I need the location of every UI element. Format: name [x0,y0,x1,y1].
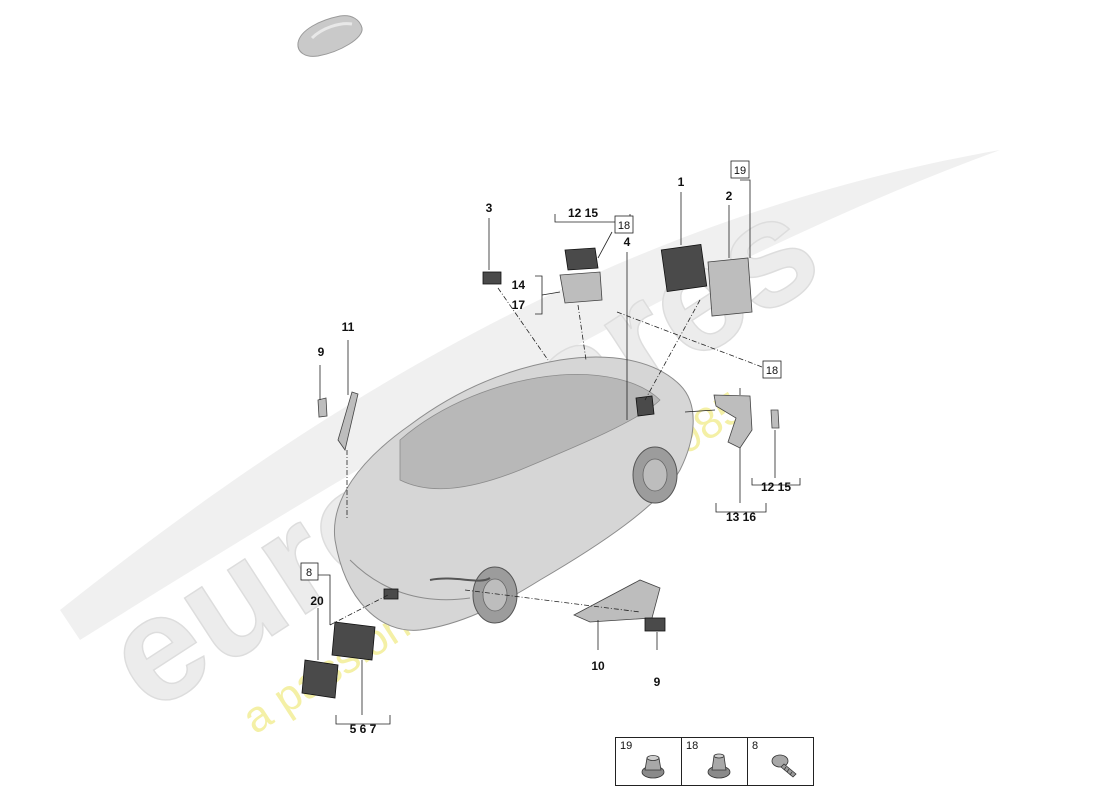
part-3-sensor [482,271,502,285]
callout-5-6-7: 5 6 7 [350,722,377,736]
legend-number: 18 [686,740,699,752]
callout-10: 10 [591,659,605,673]
part-1-control-unit [660,243,708,293]
part-12-15-clip-right [770,409,780,429]
part-4-unit [635,395,655,417]
callout-2: 2 [726,189,733,203]
part-13-16-bracket [713,394,753,449]
part-12-15-module-top [564,247,599,271]
callout-18-boxed-top: 18 [618,220,630,232]
callout-11: 11 [342,320,355,334]
clip-nut-icon [707,753,731,779]
callout-3: 3 [486,201,493,215]
callout-9-upper: 9 [318,345,325,359]
part-10-panel [573,579,661,623]
callout-9-lower: 9 [654,675,661,689]
part-8-sensor-front [383,588,399,600]
callout-18-boxed-right: 18 [766,365,778,377]
callout-4: 4 [624,235,631,249]
callout-12-15-right: 12 15 [761,480,791,494]
part-11-trim-strip [337,391,359,451]
callout-19-boxed: 19 [734,165,746,177]
legend-number: 8 [752,740,759,752]
clip-nut-icon [641,755,665,779]
legend-cell-8: 8 [748,738,813,785]
callout-1: 1 [678,175,685,189]
callout-13-16: 13 16 [726,510,756,524]
part-9-clip-lower [644,617,666,632]
callout-17: 17 [512,298,526,312]
callout-20: 20 [310,594,324,608]
fastener-legend: 19 18 8 [615,737,814,786]
watermark-swoosh [60,150,1000,640]
part-9-clip-upper [317,397,328,418]
part-20-cover [301,659,339,699]
part-2-bracket [707,257,753,317]
car-thumbnail-icon [297,15,363,57]
screw-icon [771,754,797,778]
callout-14: 14 [512,278,526,292]
part-14-17-mount [559,271,603,304]
part-5-6-7-housing [331,621,376,661]
vehicle-body [333,356,694,631]
legend-number: 19 [620,740,633,752]
callout-8-boxed: 8 [306,567,312,579]
callout-12-15-top: 12 15 [568,206,598,220]
legend-cell-18: 18 [682,738,748,785]
legend-cell-19: 19 [616,738,682,785]
